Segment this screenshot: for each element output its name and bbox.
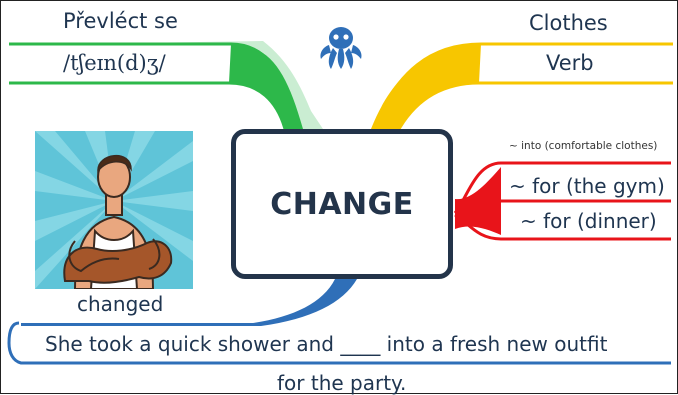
keyword-box: CHANGE — [231, 129, 453, 279]
octopus-logo-icon — [315, 23, 367, 71]
translation-text: Převléct se — [63, 11, 178, 32]
pronunciation-text: /tʃeɪn(d)ʒ/ — [63, 53, 166, 74]
example-sentence-line-2: for the party. — [277, 373, 406, 393]
man-changing-shirt-illustration — [35, 131, 193, 289]
blue-branch-curve — [9, 323, 31, 363]
example-sentence-line-1: She took a quick shower and ____ into a … — [45, 334, 607, 354]
collocation-note: ~ into (comfortable clothes) — [509, 141, 657, 152]
keyword-text: CHANGE — [270, 187, 414, 222]
yellow-branch-body — [371, 44, 481, 129]
green-branch-line-bottom — [9, 83, 285, 129]
collocation-item: ~ for (dinner) — [520, 211, 657, 231]
collocation-item: ~ for (the gym) — [509, 176, 665, 196]
past-form-label: changed — [77, 294, 163, 314]
category-text: Clothes — [529, 13, 608, 34]
part-of-speech-text: Verb — [546, 53, 594, 74]
